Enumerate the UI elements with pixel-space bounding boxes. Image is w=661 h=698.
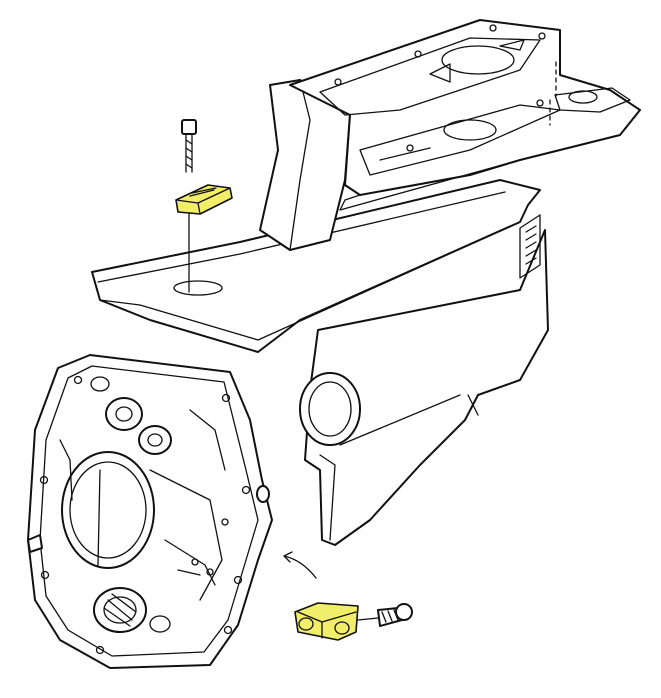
install-arrow-head [283, 551, 293, 563]
gearcase-cover [27, 354, 273, 669]
upper-anode [175, 184, 233, 215]
lower-screw [357, 603, 413, 627]
gearcase [91, 19, 641, 546]
upper-anode-seat [173, 280, 223, 296]
upper-screw [181, 119, 197, 173]
water-intake-slots [519, 214, 541, 279]
lower-anode [294, 602, 359, 641]
install-arrow [283, 555, 317, 579]
